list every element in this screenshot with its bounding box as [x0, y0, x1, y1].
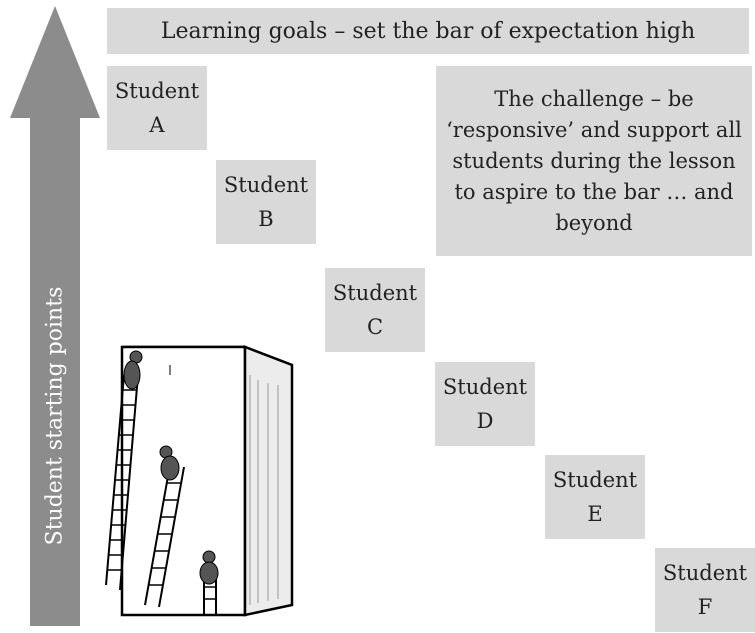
upward-arrow-icon — [10, 6, 100, 626]
student-letter: C — [366, 315, 384, 339]
student-box-c: Student C — [325, 268, 425, 352]
student-word: Student — [332, 281, 418, 305]
student-box-b: Student B — [216, 160, 316, 244]
student-box-f: Student F — [655, 548, 755, 632]
student-word: Student — [223, 173, 309, 197]
learning-goals-banner: Learning goals – set the bar of expectat… — [107, 8, 749, 54]
wall-climbing-illustration — [105, 345, 294, 617]
challenge-box: The challenge – be ‘responsive’ and supp… — [436, 66, 752, 256]
student-word: Student — [442, 375, 528, 399]
student-box-d: Student D — [435, 362, 535, 446]
student-word: Student — [114, 79, 200, 103]
student-letter: F — [697, 595, 713, 619]
student-letter: E — [587, 502, 603, 526]
student-word: Student — [662, 561, 748, 585]
student-word: Student — [552, 468, 638, 492]
student-letter: A — [149, 113, 165, 137]
student-box-a: Student A — [107, 66, 207, 150]
student-box-e: Student E — [545, 455, 645, 539]
arrow-label: Student starting points — [42, 286, 68, 546]
student-letter: B — [258, 207, 274, 231]
student-letter: D — [476, 409, 494, 433]
